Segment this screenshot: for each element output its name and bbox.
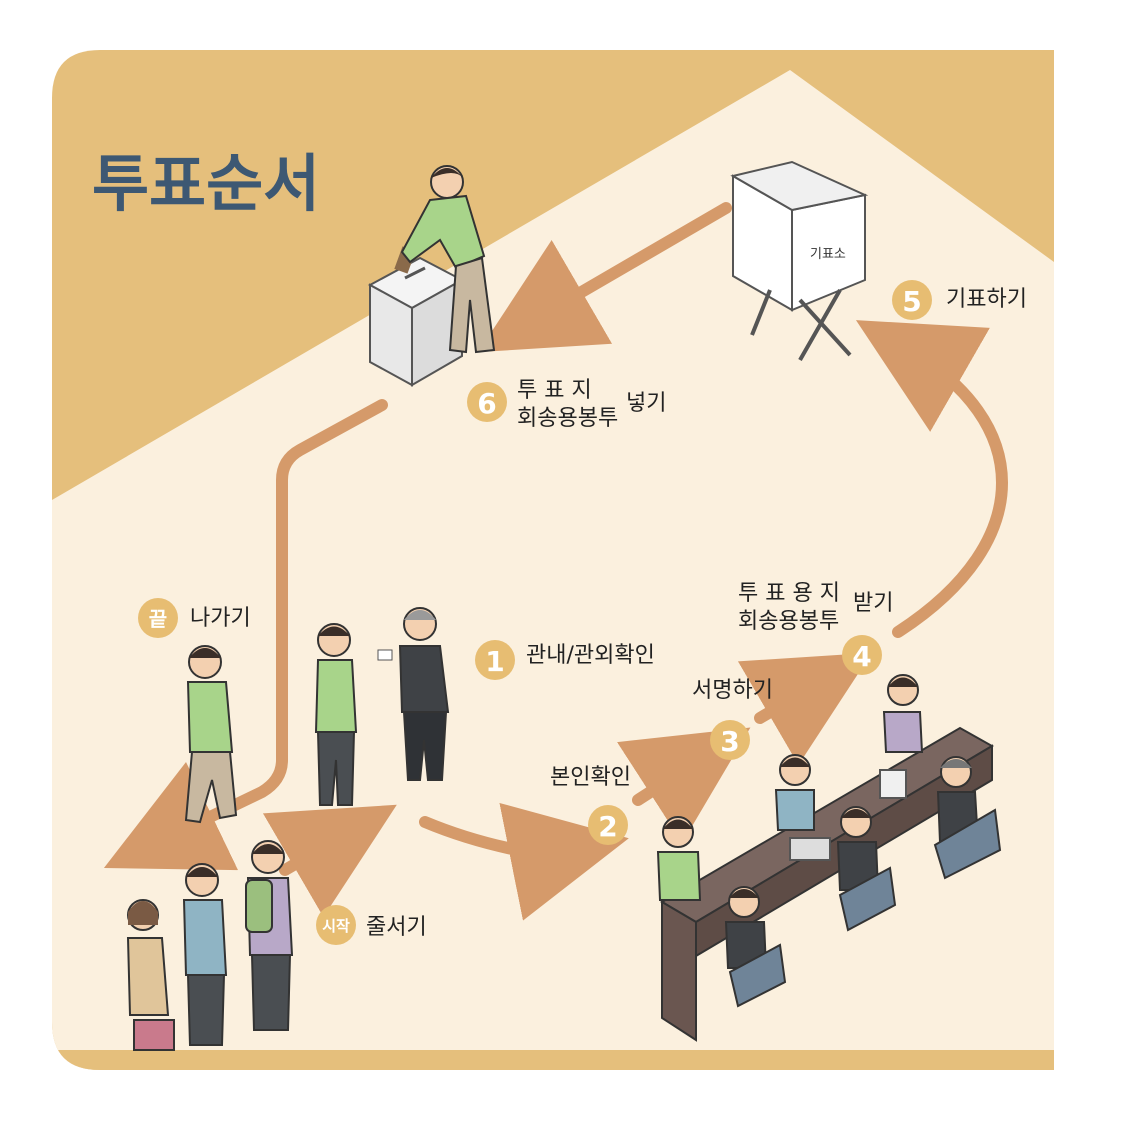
step-1-badge	[475, 640, 515, 680]
step-1-label: 관내/관외확인	[526, 643, 655, 668]
voting-booth-illustration: 기표소	[730, 160, 869, 361]
step-5-label: 기표하기	[946, 287, 1027, 312]
arrow-4-to-5	[855, 320, 1008, 638]
step-2-badge-text: 2	[598, 810, 617, 843]
step-start: 시작 줄서기	[316, 905, 427, 945]
step-4: 4 투 표 용 지 회송용봉투 받기	[738, 581, 893, 675]
step-3-badge	[710, 720, 750, 760]
step-1: 1 관내/관외확인	[475, 640, 655, 680]
arrow-2-to-3	[617, 727, 751, 843]
bottom-band	[52, 1050, 1054, 1070]
step-6-label-line1: 투 표 지	[517, 378, 592, 403]
page-title: 투표순서	[92, 147, 320, 220]
step-3-label: 서명하기	[692, 678, 773, 703]
step-2: 2 본인확인	[550, 765, 631, 845]
step-3-badge-text: 3	[720, 725, 739, 758]
person-ballot	[400, 165, 496, 354]
arrow-start-to-1	[262, 804, 397, 918]
step-2-badge	[588, 805, 628, 845]
step-end: 끝 나가기	[138, 598, 251, 638]
step-5-badge-text: 5	[902, 285, 921, 318]
person-official-step1	[377, 607, 450, 781]
step-end-badge-text: 끝	[149, 607, 167, 631]
step-6-label-line2: 회송용봉투	[517, 406, 618, 431]
step-3: 3 서명하기	[692, 678, 773, 760]
step-start-label: 줄서기	[366, 915, 427, 940]
person-voter-step1	[314, 623, 358, 806]
step-6-label-suffix: 넣기	[626, 391, 666, 416]
step-6-badge	[467, 382, 507, 422]
queue-people	[126, 840, 294, 1051]
step-4-label-line1: 투 표 용 지	[738, 581, 840, 606]
step-5-badge	[892, 280, 932, 320]
election-table-illustration	[656, 674, 1002, 1042]
step-6-badge-text: 6	[477, 387, 496, 420]
step-4-label-line2: 회송용봉투	[738, 609, 839, 634]
arrow-3-to-4	[737, 652, 872, 766]
step-6: 6 투 표 지 회송용봉투 넣기	[467, 378, 666, 431]
step-2-label: 본인확인	[550, 765, 631, 790]
step-end-badge	[138, 598, 178, 638]
person-exit	[184, 645, 238, 824]
step-1-badge-text: 1	[485, 645, 504, 678]
step-4-badge	[842, 635, 882, 675]
step-start-badge	[316, 905, 356, 945]
step-4-label-suffix: 받기	[853, 591, 893, 616]
step-4-badge-text: 4	[852, 640, 871, 673]
arrow-6-to-end	[103, 399, 388, 871]
booth-sign-text: 기표소	[810, 247, 846, 262]
arrow-1-to-2	[419, 802, 629, 921]
flow-arrows	[103, 202, 1008, 921]
step-end-label: 나가기	[190, 606, 251, 631]
step-start-badge-text: 시작	[322, 917, 350, 935]
arrow-5-to-6	[478, 202, 732, 353]
step-5: 5 기표하기	[892, 280, 1027, 320]
